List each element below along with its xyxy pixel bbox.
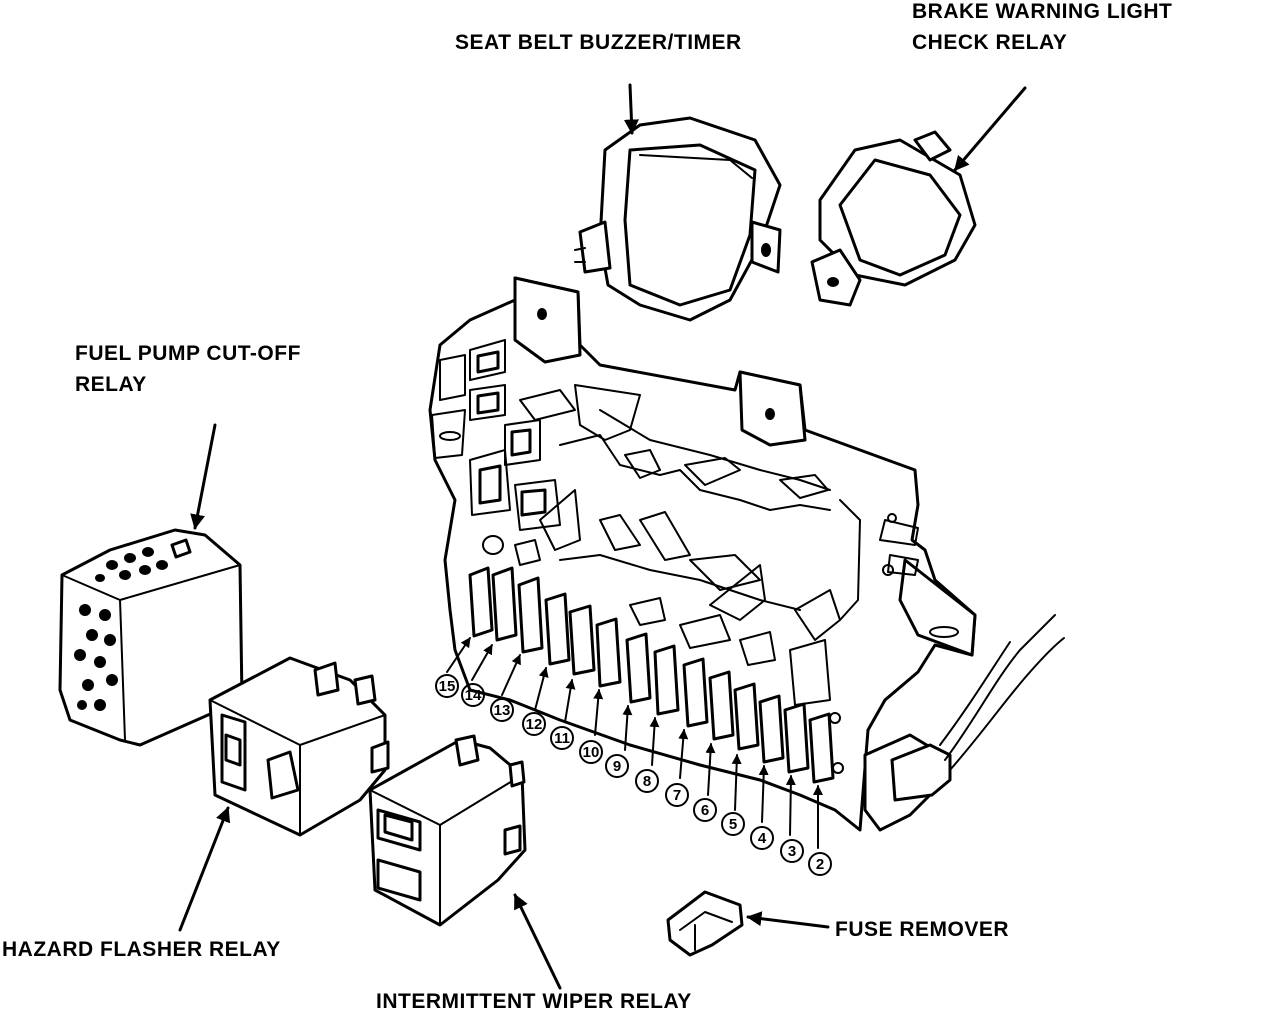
svg-text:12: 12 — [526, 716, 543, 733]
fuel-pump-relay — [58, 528, 244, 747]
fuse-box-body — [428, 276, 977, 832]
svg-text:9: 9 — [613, 758, 621, 775]
fuse-number: 13 — [490, 698, 514, 722]
brake-warning-label-line2: CHECK RELAY — [912, 31, 1067, 54]
svg-text:6: 6 — [701, 802, 709, 819]
svg-text:2: 2 — [816, 856, 824, 873]
intermittent-wiper-relay — [368, 734, 527, 927]
fuel-pump-label-line2: RELAY — [75, 373, 147, 396]
fuse-number: 11 — [550, 726, 574, 750]
svg-text:3: 3 — [788, 843, 796, 860]
svg-text:11: 11 — [554, 730, 570, 747]
fuse-slots — [468, 566, 835, 784]
fuse-number-labels: 15 14 13 12 11 10 9 8 7 6 5 4 3 2 — [435, 674, 832, 876]
wiring-connector — [863, 614, 1065, 832]
fuse-remover-label: FUSE REMOVER — [835, 918, 1009, 941]
fuse-number: 10 — [579, 740, 603, 764]
fuse-number: 9 — [605, 754, 629, 778]
svg-text:5: 5 — [729, 816, 737, 833]
fuse-number: 12 — [522, 712, 546, 736]
svg-text:10: 10 — [583, 744, 600, 761]
fuel-pump-label-line1: FUEL PUMP CUT-OFF — [75, 342, 301, 365]
svg-text:4: 4 — [758, 830, 767, 847]
fuse-number: 7 — [665, 783, 689, 807]
fuse-number: 2 — [808, 852, 832, 876]
svg-text:7: 7 — [673, 787, 681, 804]
fuse-number: 8 — [635, 769, 659, 793]
seat-belt-buzzer-label: SEAT BELT BUZZER/TIMER — [455, 31, 742, 54]
svg-text:15: 15 — [439, 678, 456, 695]
svg-text:14: 14 — [465, 687, 482, 704]
brake-warning-relay — [810, 130, 977, 307]
brake-warning-label-line1: BRAKE WARNING LIGHT — [912, 0, 1172, 23]
fuse-number: 5 — [721, 812, 745, 836]
hazard-flasher-label: HAZARD FLASHER RELAY — [2, 938, 281, 961]
fuse-number: 15 — [435, 674, 459, 698]
fuel-relay-pins — [74, 538, 192, 711]
fuse-number: 14 — [461, 683, 485, 707]
fuse-remover-tool — [666, 890, 744, 957]
fuse-number: 6 — [693, 798, 717, 822]
svg-text:8: 8 — [643, 773, 651, 790]
fuse-number: 4 — [750, 826, 774, 850]
svg-text:13: 13 — [494, 702, 511, 719]
hazard-flasher-relay — [208, 656, 390, 837]
fuse-number: 3 — [780, 839, 804, 863]
seat-belt-buzzer-relay — [574, 116, 782, 322]
intermittent-wiper-label: INTERMITTENT WIPER RELAY — [376, 990, 692, 1013]
leader-arrows — [178, 83, 1027, 990]
